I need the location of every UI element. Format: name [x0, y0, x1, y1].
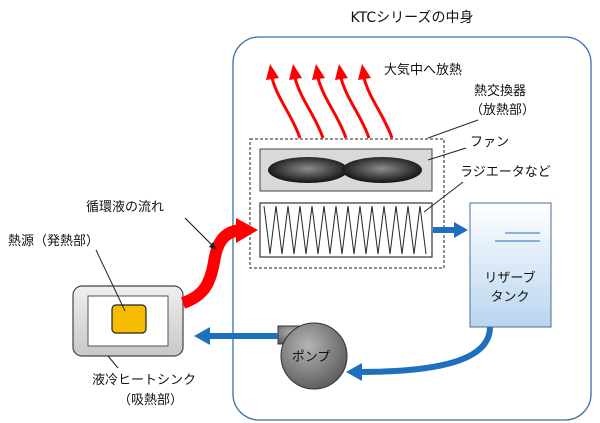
flow-label: 循環液の流れ	[86, 200, 164, 215]
heat-source-leader	[95, 249, 126, 312]
heatsink-leader	[107, 355, 119, 369]
heatsink-label-2: （吸熱部）	[118, 393, 183, 408]
heat-exchanger-label-1: 熱交換器	[474, 83, 526, 99]
flow-radiator-to-tank-head	[454, 222, 468, 238]
enclosure-title: KTCシリーズの中身	[351, 10, 474, 26]
radiator-label: ラジエータなど	[460, 165, 551, 180]
flow-leader-head	[209, 242, 217, 250]
heat-exchanger-leader	[427, 119, 479, 139]
heat-exhaust-arrows	[270, 77, 394, 139]
heat-source-chip	[111, 304, 147, 334]
heat-source-label: 熱源（発熱部）	[8, 234, 99, 249]
radiator-leader	[423, 181, 464, 213]
flow-leader	[184, 217, 216, 249]
pump-label: ポンプ	[292, 350, 331, 365]
flow-pump-to-heatsink-head	[194, 327, 210, 345]
fan-blade-right	[342, 157, 422, 183]
heat-exchanger-box	[249, 138, 445, 269]
reserve-tank-label-1: リザーブ	[484, 270, 535, 286]
pump-body	[280, 322, 348, 390]
flow-heatsink-to-radiator	[180, 224, 242, 309]
fan-blade-left	[268, 157, 348, 183]
reserve-tank-label-2: タンク	[490, 290, 529, 305]
flow-heatsink-to-radiator-head	[236, 218, 258, 243]
flow-tank-to-pump	[357, 326, 493, 375]
flow-tank-to-pump-head	[346, 363, 362, 381]
fan-leader	[427, 147, 467, 161]
reserve-tank	[469, 202, 552, 328]
radiator-fins	[263, 205, 427, 255]
fan-label: ファン	[470, 135, 509, 150]
heatsink-label-1: 液冷ヒートシンク	[92, 373, 196, 388]
heat-exhaust-arrowheads	[266, 64, 371, 80]
radiator-unit	[259, 202, 433, 258]
heat-exchanger-label-2: （放熱部）	[470, 103, 535, 118]
atmosphere-label: 大気中へ放熱	[384, 62, 462, 78]
